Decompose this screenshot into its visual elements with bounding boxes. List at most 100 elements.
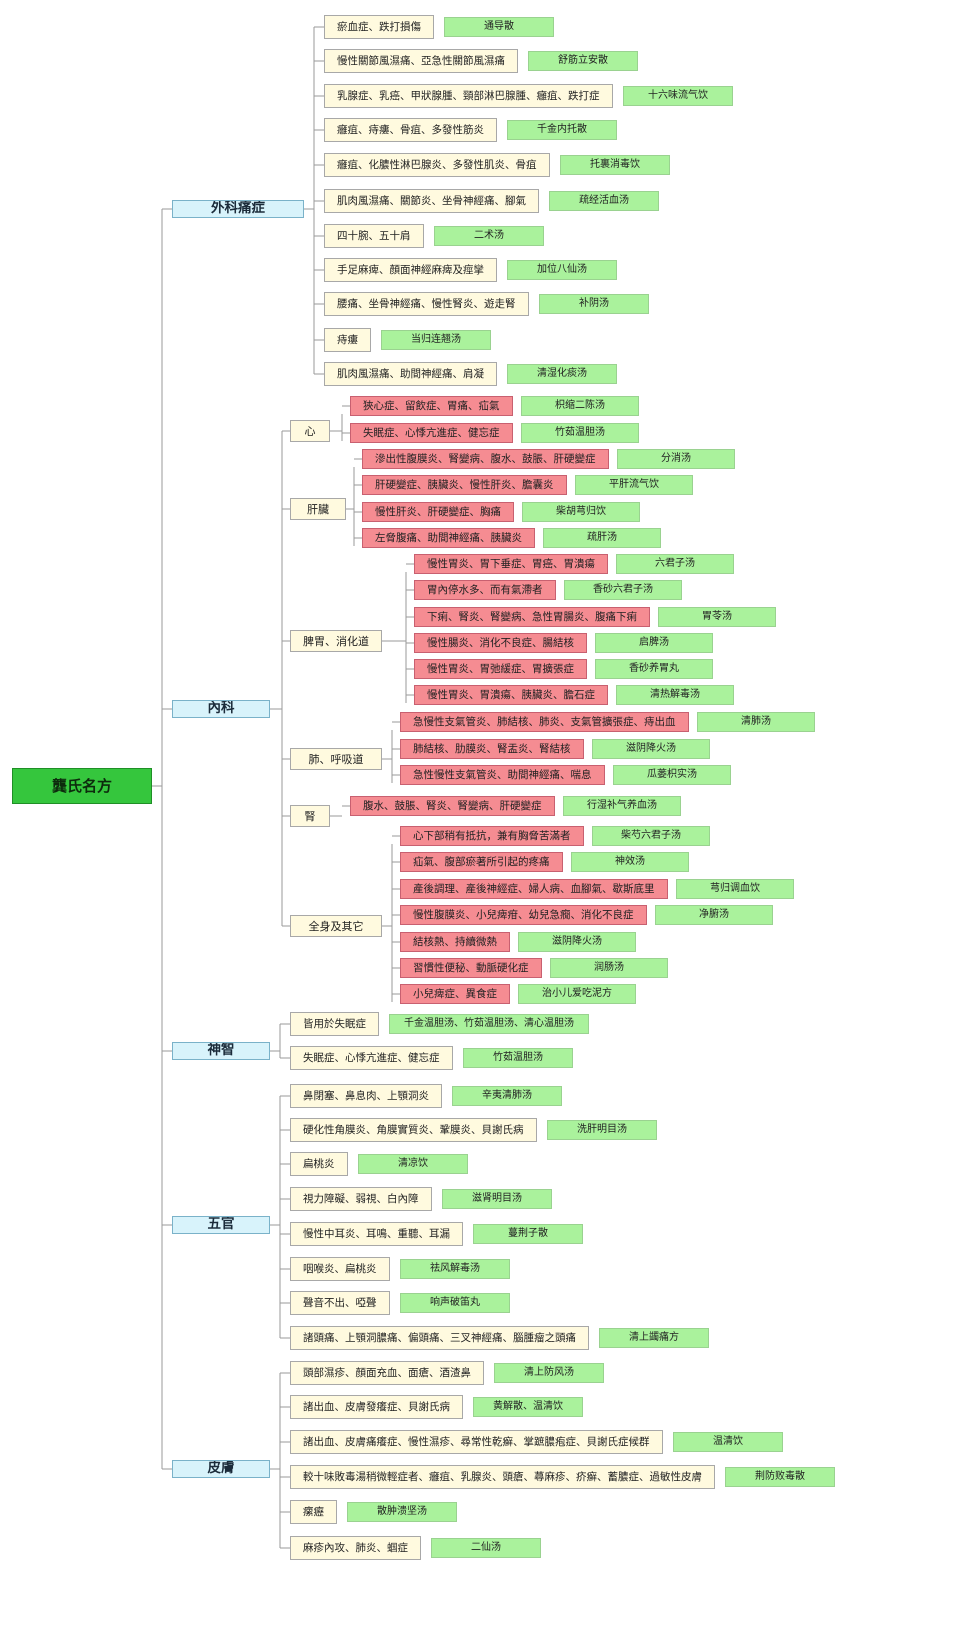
symptom-box: 聲音不出、啞聲	[290, 1291, 390, 1315]
symptom-box: 諸頭痛、上顎洞膿痛、偏頭痛、三叉神經痛、腦腫瘤之頭痛	[290, 1326, 589, 1350]
prescription-box: 清上防风汤	[494, 1363, 604, 1383]
symptom-box: 滲出性腹膜炎、腎變病、腹水、鼓脹、肝硬變症	[362, 449, 609, 469]
prescription-box: 治小儿爱吃泥方	[518, 984, 636, 1004]
prescription-box: 当归连翘汤	[381, 330, 491, 350]
symptom-box: 肺結核、肋膜炎、腎盂炎、腎結核	[400, 739, 584, 759]
prescription-box: 枳缩二陈汤	[521, 396, 639, 416]
symptom-box: 硬化性角膜炎、角膜實質炎、鞏膜炎、貝謝氏病	[290, 1118, 537, 1142]
subgroup-5: 全身及其它	[290, 915, 382, 937]
prescription-box: 清上蠲痛方	[599, 1328, 709, 1348]
symptom-box: 心下部稍有抵抗，兼有胸脅苦滿者	[400, 826, 584, 846]
prescription-box: 千金温胆汤、竹茹温胆汤、清心温胆汤	[389, 1014, 589, 1034]
symptom-box: 癰疽、化膿性淋巴腺炎、多發性肌炎、骨疽	[324, 153, 550, 177]
prescription-box: 辛夷清肺汤	[452, 1086, 562, 1106]
subgroup-3: 肺、呼吸道	[290, 748, 382, 770]
symptom-box: 諸出血、皮膚發癢症、貝謝氏病	[290, 1395, 463, 1419]
symptom-box: 慢性胃炎、胃弛緩症、胃擴張症	[414, 659, 587, 679]
prescription-box: 净腑汤	[655, 905, 773, 925]
prescription-box: 清湿化痰汤	[507, 364, 617, 384]
symptom-box: 失眠症、心悸亢進症、健忘症	[350, 423, 513, 443]
prescription-box: 瓜蒌枳实汤	[613, 765, 731, 785]
prescription-box: 祛风解毒汤	[400, 1259, 510, 1279]
symptom-box: 扁桃炎	[290, 1152, 348, 1176]
category-0: 外科痛症	[172, 200, 304, 218]
symptom-box: 慢性中耳炎、耳鳴、重聽、耳漏	[290, 1222, 463, 1246]
symptom-box: 小兒痺症、異食症	[400, 984, 510, 1004]
category-4: 皮膚	[172, 1460, 270, 1478]
symptom-box: 左脅腹痛、助間神經痛、胰臟炎	[362, 528, 535, 548]
prescription-box: 舒筋立安散	[528, 51, 638, 71]
prescription-box: 清凉饮	[358, 1154, 468, 1174]
prescription-box: 分消汤	[617, 449, 735, 469]
prescription-box: 神效汤	[571, 852, 689, 872]
symptom-box: 麻疹內攻、肺炎、蝈症	[290, 1536, 421, 1560]
symptom-box: 習慣性便秘、動脈硬化症	[400, 958, 542, 978]
symptom-box: 狹心症、留飲症、胃痛、疝氣	[350, 396, 513, 416]
prescription-box: 行湿补气养血汤	[563, 796, 681, 816]
symptom-box: 皆用於失眠症	[290, 1012, 379, 1036]
prescription-box: 香砂养胃丸	[595, 659, 713, 679]
prescription-box: 清肺汤	[697, 712, 815, 732]
category-1: 內科	[172, 700, 270, 718]
prescription-box: 胃苓汤	[658, 607, 776, 627]
prescription-box: 二仙汤	[431, 1538, 541, 1558]
prescription-box: 十六味流气饮	[623, 86, 733, 106]
prescription-box: 润肠汤	[550, 958, 668, 978]
symptom-box: 瘀血症、跌打損傷	[324, 15, 434, 39]
symptom-box: 腰痛、坐骨神經痛、慢性腎炎、遊走腎	[324, 292, 529, 316]
symptom-box: 慢性肝炎、肝硬變症、胸痛	[362, 502, 514, 522]
symptom-box: 乳腺症、乳癌、甲狀腺腫、頸部淋巴腺腫、癰疽、跌打症	[324, 84, 613, 108]
prescription-box: 清热解毒汤	[616, 685, 734, 705]
symptom-box: 急慢性支氣管炎、肺結核、肺炎、支氣管擴張症、痔出血	[400, 712, 689, 732]
symptom-box: 產後調理、產後神經症、婦人病、血腳氣、歇斯底里	[400, 879, 668, 899]
prescription-box: 托裏消毒饮	[560, 155, 670, 175]
prescription-box: 平肝流气饮	[575, 475, 693, 495]
symptom-box: 結核熱、持續微熱	[400, 932, 510, 952]
root-title: 龔氏名方	[12, 768, 152, 804]
symptom-box: 腹水、鼓脹、腎炎、腎變病、肝硬變症	[350, 796, 555, 816]
symptom-box: 手足麻痺、顏面神經麻痺及痙攣	[324, 258, 497, 282]
prescription-box: 柴胡芎归饮	[522, 502, 640, 522]
prescription-box: 荆防败毒散	[725, 1467, 835, 1487]
symptom-box: 視力障礙、弱視、白內障	[290, 1187, 432, 1211]
prescription-box: 温清饮	[673, 1432, 783, 1452]
subgroup-0: 心	[290, 420, 330, 442]
subgroup-4: 腎	[290, 805, 330, 827]
symptom-box: 胃內停水多、而有氣滯者	[414, 580, 556, 600]
prescription-box: 蔓荆子散	[473, 1224, 583, 1244]
symptom-box: 四十腕、五十肩	[324, 224, 424, 248]
category-3: 五官	[172, 1216, 270, 1234]
subgroup-1: 肝臟	[290, 498, 346, 520]
prescription-box: 芎归调血饮	[676, 879, 794, 899]
prescription-box: 滋肾明目汤	[442, 1189, 552, 1209]
prescription-box: 柴芍六君子汤	[592, 826, 710, 846]
symptom-box: 咽喉炎、扁桃炎	[290, 1257, 390, 1281]
prescription-box: 香砂六君子汤	[564, 580, 682, 600]
prescription-box: 千金内托散	[507, 120, 617, 140]
prescription-box: 响声破笛丸	[400, 1293, 510, 1313]
symptom-box: 失眠症、心悸亢進症、健忘症	[290, 1046, 453, 1070]
symptom-box: 肌肉風濕痛、助間神經痛、肩凝	[324, 362, 497, 386]
subgroup-2: 脾胃、消化道	[290, 630, 382, 652]
symptom-box: 慢性腹膜炎、小兒痺疳、幼兒急癇、消化不良症	[400, 905, 647, 925]
prescription-box: 洗肝明目汤	[547, 1120, 657, 1140]
prescription-box: 启脾汤	[595, 633, 713, 653]
prescription-box: 疏肝汤	[543, 528, 661, 548]
prescription-box: 加位八仙汤	[507, 260, 617, 280]
symptom-box: 諸出血、皮膚痛癢症、慢性濕疹、尋常性乾癬、掌蹠膿疱症、貝謝氏症候群	[290, 1430, 663, 1454]
symptom-box: 肝硬變症、胰臟炎、慢性肝炎、膽囊炎	[362, 475, 567, 495]
prescription-box: 竹茹温胆汤	[463, 1048, 573, 1068]
prescription-box: 六君子汤	[616, 554, 734, 574]
prescription-box: 滋阴降火汤	[592, 739, 710, 759]
prescription-box: 竹茹温胆汤	[521, 423, 639, 443]
symptom-box: 慢性胃炎、胃潰瘍、胰臟炎、膽石症	[414, 685, 608, 705]
prescription-box: 黄解散、温清饮	[473, 1397, 583, 1417]
symptom-box: 癰疽、痔瘻、骨疽、多發性筋炎	[324, 118, 497, 142]
symptom-box: 下痢、腎炎、腎變病、急性胃腸炎、腹痛下痢	[414, 607, 650, 627]
symptom-box: 疝氣、腹部瘀著所引起的疼痛	[400, 852, 563, 872]
prescription-box: 滋阴降火汤	[518, 932, 636, 952]
symptom-box: 慢性腸炎、消化不良症、腸結核	[414, 633, 587, 653]
symptom-box: 鼻閉塞、鼻息肉、上顎洞炎	[290, 1084, 442, 1108]
prescription-box: 补阴汤	[539, 294, 649, 314]
